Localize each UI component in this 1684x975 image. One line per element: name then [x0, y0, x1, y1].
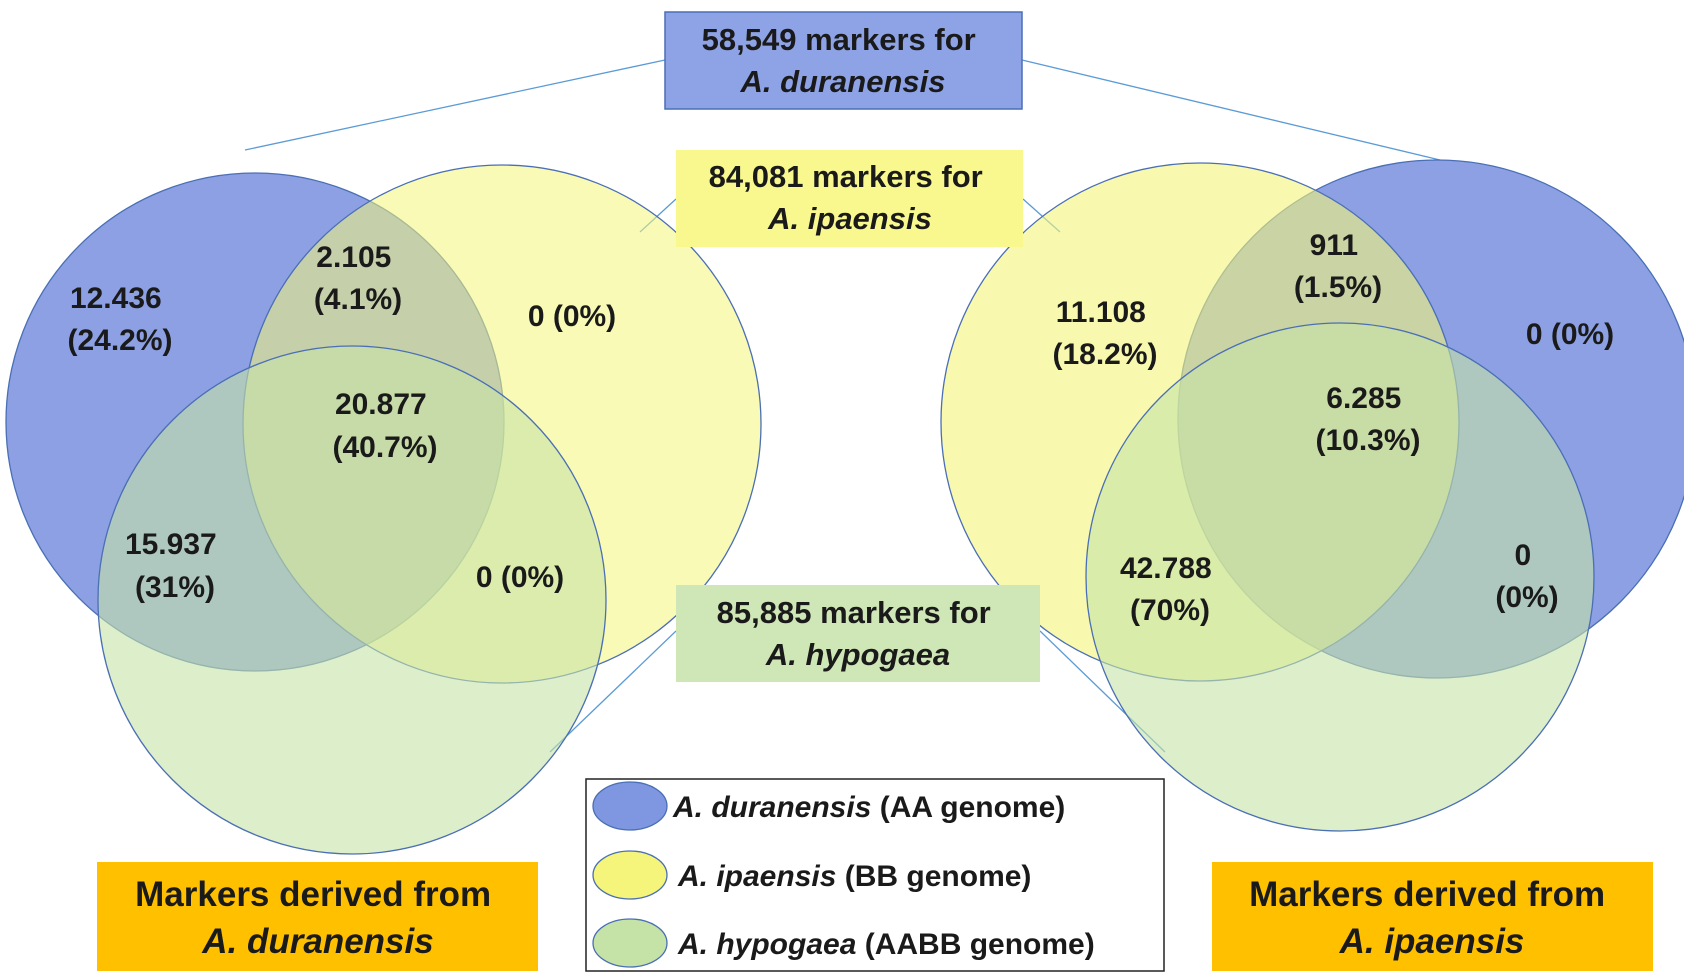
legend-species-hypogaea: A. hypogaea — [677, 928, 856, 961]
left-dur-hyp-count: 15.937 — [125, 528, 217, 561]
legend-frame — [585, 778, 1165, 972]
label-hypogaea-line1: 85,885 markers for — [717, 595, 991, 630]
label-duranensis-line1: 58,549 markers for — [702, 22, 976, 57]
left-venn: 12.436 (24.2%) 2.105 (4.1%) 0 (0%) 20.87… — [5, 164, 762, 855]
right-ipa-only-pct: (18.2%) — [1052, 338, 1157, 371]
legend: A. duranensis (AA genome) A. ipaensis (B… — [585, 778, 1165, 972]
legend-species-ipaensis: A. ipaensis — [677, 860, 836, 893]
label-hypogaea-line2: A. hypogaea — [765, 637, 950, 672]
left-all-three-pct: (40.7%) — [332, 431, 437, 464]
left-dur-only-count: 12.436 — [70, 282, 162, 315]
legend-genome-ipaensis: (BB genome) — [845, 860, 1032, 893]
left-title-line1: Markers derived from — [135, 875, 491, 914]
connector-hypogaea-left — [549, 630, 677, 753]
left-dur-ipa-pct: (4.1%) — [314, 283, 402, 316]
left-title-line2: A. duranensis — [201, 922, 433, 961]
right-title-line1: Markers derived from — [1249, 875, 1605, 914]
label-ipaensis-line1: 84,081 markers for — [709, 159, 983, 194]
label-duranensis-markers: 58,549 markers for A. duranensis — [664, 11, 1023, 110]
left-dur-only-pct: (24.2%) — [67, 324, 172, 357]
legend-species-duranensis: A. duranensis — [672, 791, 871, 824]
legend-swatch-duranensis — [592, 781, 668, 831]
svg-text:42.788 (70%): 42.788 (70%) — [1120, 552, 1220, 627]
label-hypogaea-markers: 85,885 markers for A. hypogaea — [676, 585, 1040, 682]
svg-text:0 (0%): 0 (0%) — [1495, 539, 1558, 614]
legend-genome-hypogaea: (AABB genome) — [865, 928, 1095, 961]
svg-text:911 (1.5%): 911 (1.5%) — [1294, 229, 1382, 304]
svg-text:Markers derived from A.: Markers derived from A. ipaensis — [1249, 875, 1615, 961]
right-venn: 11.108 (18.2%) 911 (1.5%) 0 (0%) 6.285 (… — [940, 159, 1684, 832]
right-dur-hyp-count: 0 — [1514, 539, 1531, 572]
svg-text:84,081 markers for A. ip: 84,081 markers for A. ipaensis — [709, 159, 992, 236]
svg-text:11.108 (18.2%): 11.108 (18.2%) — [1052, 296, 1157, 371]
connector-duranensis-right — [1021, 59, 1441, 161]
svg-text:20.877 (40.7%): 20.877 (40.7%) — [332, 388, 437, 464]
right-title-line2: A. ipaensis — [1339, 922, 1525, 961]
label-duranensis-line2: A. duranensis — [740, 64, 946, 99]
svg-text:12.436 (24.2%): 12.436 (24.2%) — [67, 282, 172, 357]
svg-text:A. hypogaea (AABB genome: A. hypogaea (AABB genome) — [677, 928, 1095, 961]
right-all-three-count: 6.285 — [1326, 382, 1401, 415]
legend-genome-duranensis: (AA genome) — [880, 791, 1066, 824]
right-ipa-dur-count: 911 — [1310, 229, 1358, 262]
left-all-three-count: 20.877 — [335, 388, 427, 421]
legend-swatch-ipaensis — [592, 850, 668, 900]
left-dur-hyp-pct: (31%) — [135, 571, 215, 604]
svg-text:85,885 markers for A. hy: 85,885 markers for A. hypogaea — [717, 595, 1000, 672]
left-ipa-only: 0 (0%) — [528, 300, 616, 333]
right-ipa-hyp-pct: (70%) — [1130, 594, 1210, 627]
left-title-box: Markers derived from A. duranensis — [97, 862, 538, 971]
left-ipa-hyp: 0 (0%) — [476, 561, 564, 594]
right-all-three-pct: (10.3%) — [1315, 424, 1420, 457]
right-title-box: Markers derived from A. ipaensis — [1212, 862, 1653, 971]
right-ipa-dur-pct: (1.5%) — [1294, 271, 1382, 304]
svg-text:Markers derived from A.: Markers derived from A. duranensis — [135, 875, 501, 961]
connector-duranensis-left — [244, 59, 666, 151]
right-dur-only: 0 (0%) — [1526, 318, 1614, 351]
right-ipa-only-count: 11.108 — [1056, 296, 1146, 329]
label-ipaensis-line2: A. ipaensis — [767, 201, 932, 236]
connector-lines — [244, 59, 1441, 753]
svg-text:A. ipaensis (BB genome): A. ipaensis (BB genome) — [677, 860, 1031, 893]
label-ipaensis-markers: 84,081 markers for A. ipaensis — [676, 150, 1023, 247]
right-ipa-hyp-count: 42.788 — [1120, 552, 1212, 585]
right-circle-hypogaea — [1085, 322, 1595, 832]
svg-text:58,549 markers for A. du: 58,549 markers for A. duranensis — [702, 22, 985, 99]
left-circle-hypogaea — [97, 345, 607, 855]
svg-text:15.937 (31%): 15.937 (31%) — [125, 528, 225, 604]
svg-text:A. duranensis (AA genome: A. duranensis (AA genome) — [672, 791, 1065, 824]
legend-swatch-hypogaea — [592, 918, 668, 968]
left-dur-ipa-count: 2.105 — [316, 241, 391, 274]
svg-text:2.105 (4.1%): 2.105 (4.1%) — [314, 241, 402, 316]
right-dur-hyp-pct: (0%) — [1495, 581, 1558, 614]
svg-text:6.285 (10.3%): 6.285 (10.3%) — [1315, 382, 1420, 457]
